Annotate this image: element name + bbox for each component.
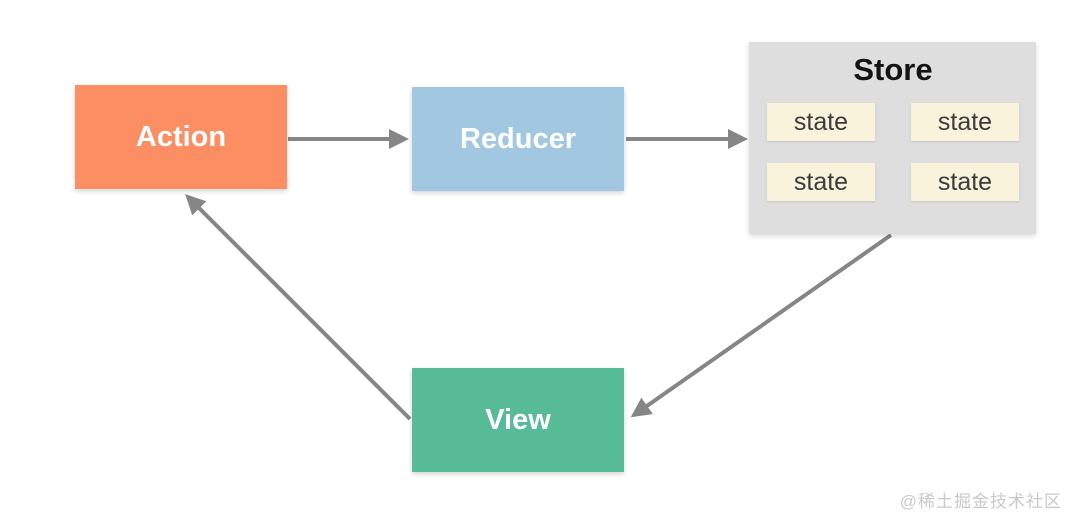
- view-label: View: [485, 403, 551, 436]
- reducer-node: Reducer: [412, 87, 624, 191]
- action-node: Action: [75, 85, 287, 189]
- state-box: state: [767, 163, 875, 201]
- store-node: Store state state state state: [749, 42, 1036, 234]
- reducer-label: Reducer: [459, 122, 577, 155]
- state-grid: state state state state: [767, 103, 1019, 201]
- watermark: @稀土掘金技术社区: [899, 492, 1062, 511]
- arrow-view-to-action: [185, 194, 412, 421]
- store-title: Store: [853, 52, 933, 87]
- state-box: state: [911, 103, 1019, 141]
- view-node: View: [412, 368, 624, 472]
- state-box: state: [911, 163, 1019, 201]
- arrow-store-to-view: [630, 233, 893, 418]
- state-box: state: [767, 103, 875, 141]
- action-label: Action: [135, 120, 227, 153]
